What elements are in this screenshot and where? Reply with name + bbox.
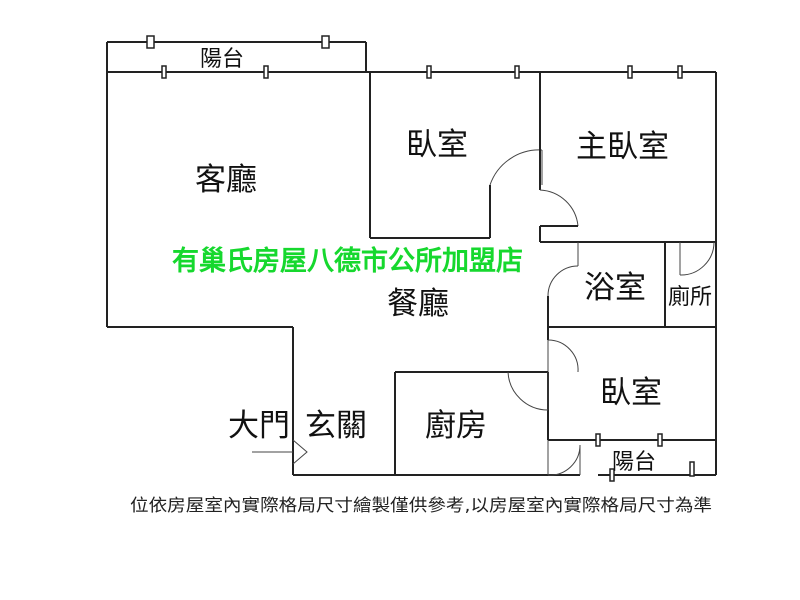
balcony-top-outline (106, 35, 367, 72)
toilet-label: 廁所 (668, 285, 712, 310)
agency-watermark: 有巢氏房屋八德市公所加盟店 (172, 245, 523, 277)
bedroom-north-label: 臥室 (406, 127, 468, 163)
living-room-label: 客廳 (195, 162, 257, 198)
entrance-label: 大門 (228, 408, 290, 444)
bathroom-walls (547, 241, 716, 328)
entrance-door (252, 439, 308, 465)
dining-room-label: 餐廳 (387, 286, 449, 322)
disclaimer-text: 位依房屋室內實際格局尺寸繪製僅供參考,以房屋室內實際格局尺寸為準 (130, 496, 712, 516)
bedroom-north-walls (369, 72, 543, 239)
master-bedroom-label: 主臥室 (576, 129, 669, 165)
bedroom-south-label: 臥室 (600, 375, 662, 411)
kitchen-label: 廚房 (425, 408, 487, 444)
kitchen-walls (394, 371, 581, 476)
master-bedroom-walls (539, 72, 716, 243)
outer-walls (106, 65, 717, 476)
foyer-label: 玄關 (305, 408, 367, 444)
bathroom-label: 浴室 (584, 270, 646, 306)
balcony-top-label: 陽台 (200, 47, 244, 72)
balcony-bottom-label: 陽台 (612, 450, 656, 475)
